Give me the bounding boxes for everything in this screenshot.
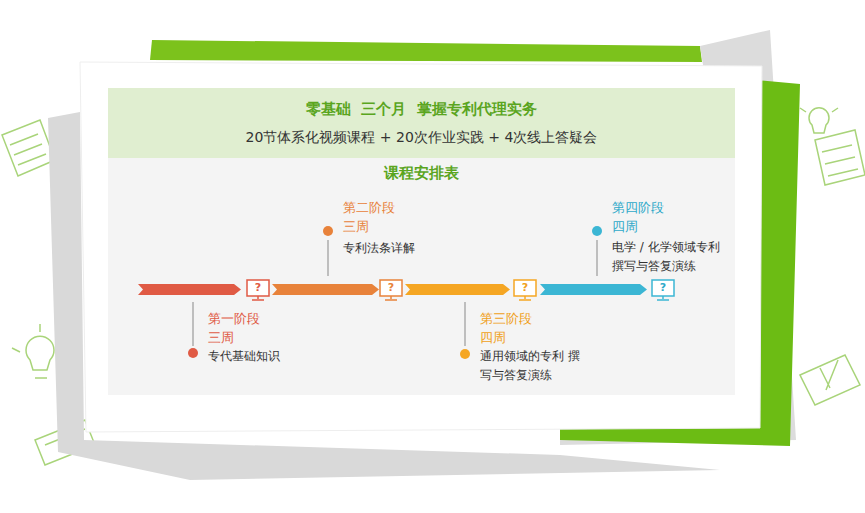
stage-dot bbox=[188, 348, 198, 358]
stage-arrow bbox=[405, 284, 510, 295]
stage-arrow bbox=[272, 284, 379, 295]
monitor-icon bbox=[247, 280, 269, 300]
icon-symbol: ? bbox=[652, 280, 674, 296]
stage-duration: 四周 bbox=[612, 217, 692, 236]
leaders bbox=[193, 240, 597, 346]
stage-content: 电学 / 化学领域专利撰写与答复演练 bbox=[612, 238, 724, 276]
paper-green-top bbox=[150, 40, 702, 62]
stage-content: 专代基础知识 bbox=[208, 347, 318, 366]
header-band bbox=[108, 88, 735, 158]
leader-line bbox=[597, 240, 598, 276]
stage-arrow bbox=[540, 284, 647, 295]
stage-content: 专利法条详解 bbox=[343, 239, 453, 258]
leader-line bbox=[328, 240, 329, 276]
icon-symbol: ? bbox=[380, 280, 402, 296]
stage-name: 第四阶段 bbox=[612, 198, 692, 217]
paper-card bbox=[80, 62, 762, 432]
leader-line bbox=[193, 302, 194, 346]
monitor-icon bbox=[514, 280, 536, 300]
monitor-icon bbox=[652, 280, 674, 300]
stage-dot bbox=[592, 226, 602, 236]
stage-duration: 三周 bbox=[343, 217, 423, 236]
stage-duration: 四周 bbox=[480, 328, 560, 347]
schedule-panel bbox=[108, 158, 735, 395]
leader-line bbox=[465, 302, 466, 346]
stage-dot bbox=[323, 226, 333, 236]
stage-arrow bbox=[138, 284, 241, 295]
stage-name: 第一阶段 bbox=[208, 309, 288, 328]
stage-name: 第二阶段 bbox=[343, 198, 423, 217]
icon-symbol: ? bbox=[514, 280, 536, 296]
stage-duration: 三周 bbox=[208, 328, 288, 347]
monitor-icons bbox=[247, 280, 674, 300]
stage-name: 第三阶段 bbox=[480, 309, 560, 328]
subtitle: 20节体系化视频课程 + 20次作业实践 + 4次线上答疑会 bbox=[108, 127, 735, 147]
title: 零基础 三个月 掌握专利代理实务 bbox=[108, 99, 735, 119]
icon-symbol: ? bbox=[247, 280, 269, 296]
monitor-icon bbox=[380, 280, 402, 300]
section-heading: 课程安排表 bbox=[108, 163, 735, 183]
stage-dot bbox=[460, 349, 470, 359]
stage-content: 通用领域的专利 撰写与答复演练 bbox=[480, 347, 580, 385]
